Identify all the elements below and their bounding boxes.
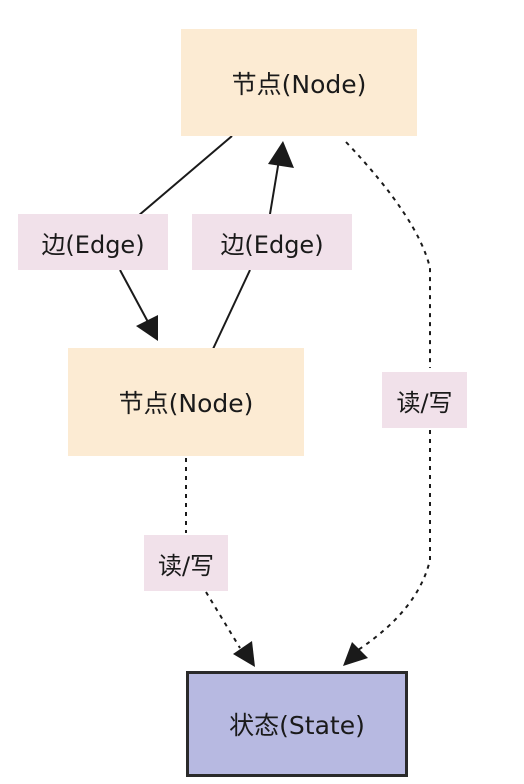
- state-node-label: 状态(State): [229, 711, 365, 740]
- top-node-label: 节点(Node): [231, 69, 367, 99]
- edge-middle-to-top-line-upper: [269, 159, 280, 215]
- rw-middle-to-state-line-lower: [205, 591, 241, 649]
- edge-left-label-box: 边(Edge): [18, 214, 168, 270]
- edge-top-to-middle-arrowhead: [136, 315, 158, 341]
- middle-node: 节点(Node): [68, 348, 304, 456]
- rw-top-label: 读/写: [396, 388, 453, 417]
- edge-middle-to-top-line: [212, 269, 251, 350]
- edge-top-to-middle-line: [137, 135, 233, 217]
- edge-right-label: 边(Edge): [220, 230, 324, 259]
- rw-middle-label: 读/写: [157, 551, 215, 580]
- state-node: 状态(State): [186, 671, 408, 777]
- edge-top-to-middle-line-lower: [119, 269, 149, 323]
- rw-middle-to-state-arrowhead: [233, 641, 255, 667]
- edge-left-label: 边(Edge): [41, 230, 145, 259]
- top-node: 节点(Node): [181, 29, 417, 136]
- middle-node-label: 节点(Node): [118, 389, 254, 418]
- edge-middle-to-top-arrowhead: [268, 141, 294, 168]
- rw-top-to-state-arrowhead: [343, 642, 368, 666]
- rw-middle-label-box: 读/写: [144, 535, 228, 591]
- edge-right-label-box: 边(Edge): [192, 214, 352, 270]
- rw-top-label-box: 读/写: [382, 372, 467, 428]
- rw-top-to-state-line-lower: [357, 430, 431, 651]
- rw-top-to-state-line: [345, 141, 431, 368]
